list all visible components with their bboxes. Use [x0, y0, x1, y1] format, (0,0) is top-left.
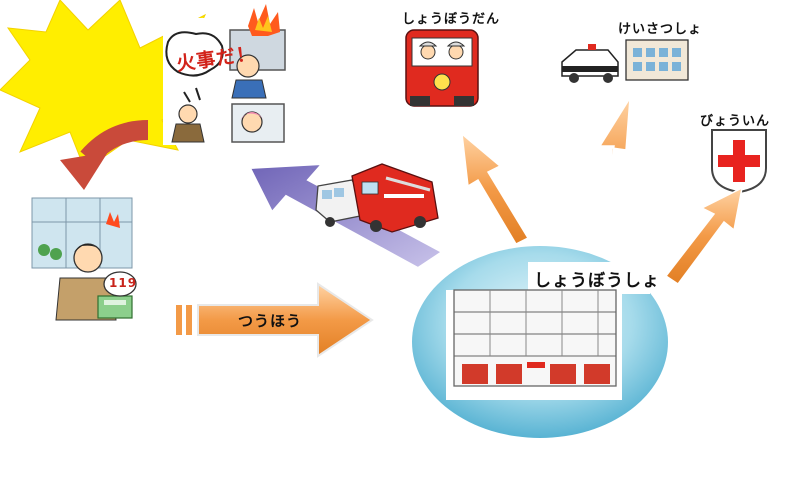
- fire-brigade-label: しょうぼうだん: [402, 12, 501, 27]
- return-arrow: [60, 120, 149, 190]
- fire-station-disc: [412, 246, 668, 438]
- fire-station-label: しょうぼうしょ: [534, 271, 660, 291]
- police-label: けいさつしょ: [618, 22, 703, 37]
- fire-scene-picture: [163, 4, 290, 145]
- fire-engines: [315, 163, 439, 233]
- arrows-to-responders: [461, 97, 744, 286]
- caller-picture: [30, 196, 142, 326]
- hospital-label: びょういん: [700, 114, 771, 129]
- fire-brigade-picture: [405, 29, 479, 107]
- report-arrow-label: つうほう: [238, 312, 303, 330]
- hospital-shield: [711, 129, 767, 194]
- police-picture: [561, 39, 689, 83]
- report-arrow: [176, 282, 374, 358]
- phone-number-label: 119: [109, 276, 138, 290]
